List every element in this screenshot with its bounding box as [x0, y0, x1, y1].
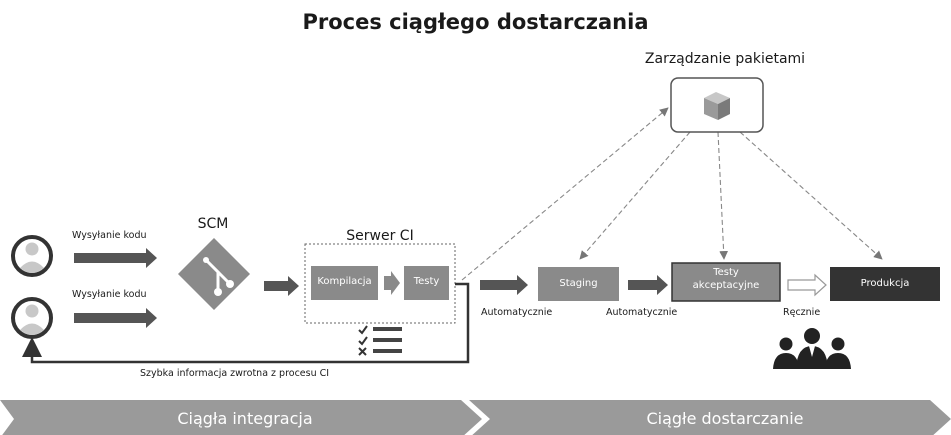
stage-banner-ci [0, 400, 482, 435]
automatic-label: Automatycznie [481, 307, 553, 318]
compile-label: Kompilacja [317, 276, 372, 287]
package-icon [704, 92, 730, 120]
scm-label: SCM [197, 216, 229, 232]
flow-arrow [628, 275, 668, 295]
tests-label: Testy [413, 276, 440, 287]
flow-arrow [264, 276, 299, 296]
link-ci-to-package [461, 107, 669, 281]
acceptance-tests-label: Testy akceptacyjne [692, 267, 760, 291]
link-package-to-acceptance [717, 131, 729, 260]
stage-label-cd: Ciągłe dostarczanie [646, 409, 804, 428]
stage-banner-cd [469, 400, 951, 435]
link-package-to-staging [579, 131, 691, 260]
page-title: Proces ciągłego dostarczania [302, 10, 649, 34]
push-arrow [74, 308, 157, 328]
flow-arrow [480, 275, 528, 295]
tests-box [404, 266, 449, 300]
git-icon [178, 238, 250, 310]
compile-box [311, 266, 378, 300]
checklist-icon [358, 325, 402, 356]
feedback-label: Szybka informacja zwrotna z procesu CI [140, 368, 330, 379]
acceptance-tests-box [671, 262, 781, 302]
user-icon [11, 235, 53, 277]
staging-label: Staging [559, 278, 598, 289]
production-box [830, 267, 940, 301]
link-package-to-production [739, 131, 883, 260]
user-icon [11, 297, 53, 339]
feedback-loop [22, 282, 470, 364]
package-management-label: Zarządzanie pakietami [644, 51, 806, 67]
staging-box [538, 267, 619, 301]
package-links [461, 107, 883, 281]
flow-arrow [384, 271, 400, 295]
push-arrow [74, 248, 157, 268]
manual-label: Ręcznie [783, 307, 821, 318]
ci-server-label: Serwer CI [346, 228, 414, 244]
push-code-label: Wysyłanie kodu [72, 230, 147, 241]
automatic-label: Automatycznie [606, 307, 678, 318]
manual-arrow [787, 273, 827, 297]
people-icon [773, 328, 851, 369]
stage-label-ci: Ciągła integracja [177, 409, 313, 428]
production-label: Produkcja [860, 278, 910, 289]
push-code-label: Wysyłanie kodu [72, 289, 147, 300]
